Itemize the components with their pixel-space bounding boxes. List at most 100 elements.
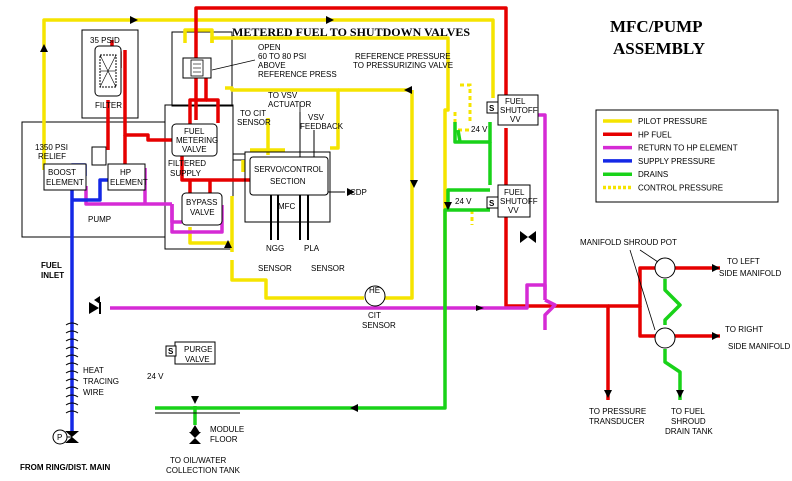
- svg-text:BYPASS: BYPASS: [186, 198, 217, 207]
- svg-text:NGG: NGG: [266, 244, 284, 253]
- svg-text:SUPPLY: SUPPLY: [170, 169, 202, 178]
- svg-text:FUEL: FUEL: [505, 97, 526, 106]
- svg-text:SHUTOFF: SHUTOFF: [500, 106, 538, 115]
- svg-text:SIDE MANIFOLD: SIDE MANIFOLD: [728, 342, 790, 351]
- boost-element: [43, 163, 87, 191]
- svg-text:OPEN: OPEN: [258, 43, 281, 52]
- legend-label-3: SUPPLY PRESSURE: [638, 157, 715, 166]
- svg-text:VALVE: VALVE: [185, 355, 210, 364]
- labels: MFC/PUMP ASSEMBLY METERED FUEL TO SHUTDO…: [20, 17, 790, 475]
- svg-text:35 PSID: 35 PSID: [90, 36, 120, 45]
- check-valve: [89, 302, 101, 314]
- svg-text:SECTION: SECTION: [270, 177, 306, 186]
- svg-text:S: S: [168, 347, 174, 356]
- mfc-body: [244, 151, 331, 223]
- heat-tracing-coil: [65, 322, 79, 414]
- svg-text:SENSOR: SENSOR: [311, 264, 345, 273]
- svg-text:TO RIGHT: TO RIGHT: [725, 325, 763, 334]
- filter-element: [94, 45, 122, 97]
- svg-text:P: P: [57, 433, 62, 442]
- svg-text:FUEL: FUEL: [504, 188, 525, 197]
- legend-label-5: CONTROL PRESSURE: [638, 184, 723, 193]
- component-outlines: [21, 29, 246, 250]
- svg-text:MODULE: MODULE: [210, 425, 244, 434]
- svg-text:HEAT: HEAT: [83, 366, 104, 375]
- svg-text:FILTER: FILTER: [95, 101, 122, 110]
- svg-text:REFERENCE PRESSURE: REFERENCE PRESSURE: [355, 52, 451, 61]
- svg-text:METERING: METERING: [176, 136, 218, 145]
- legend-label-0: PILOT PRESSURE: [638, 117, 707, 126]
- svg-text:COLLECTION TANK: COLLECTION TANK: [166, 466, 241, 475]
- fuel-shutoff-valve-2: [497, 184, 531, 218]
- mfc-upper-housing: [171, 31, 233, 107]
- svg-text:PLA: PLA: [304, 244, 320, 253]
- cit-sensor: [364, 285, 386, 307]
- svg-text:SENSOR: SENSOR: [258, 264, 292, 273]
- svg-text:PUMP: PUMP: [88, 215, 111, 224]
- svg-text:VALVE: VALVE: [190, 208, 215, 217]
- svg-text:PURGE: PURGE: [184, 345, 212, 354]
- mfc-lower-housing: [164, 104, 234, 250]
- svg-text:SERVO/CONTROL: SERVO/CONTROL: [254, 165, 324, 174]
- relief-valve: [91, 146, 107, 166]
- svg-text:S: S: [489, 199, 495, 208]
- svg-text:VSV: VSV: [308, 113, 325, 122]
- svg-text:S: S: [489, 104, 495, 113]
- svg-text:FLOOR: FLOOR: [210, 435, 238, 444]
- svg-text:SENSOR: SENSOR: [362, 321, 396, 330]
- legend-label-2: RETURN TO HP ELEMENT: [638, 144, 738, 153]
- svg-text:24 V: 24 V: [147, 372, 164, 381]
- svg-text:TO PRESSURIZING VALVE: TO PRESSURIZING VALVE: [353, 61, 453, 70]
- svg-text:TO PRESSURE: TO PRESSURE: [589, 407, 646, 416]
- inlet-valve: [65, 431, 79, 443]
- svg-text:24 V: 24 V: [455, 197, 472, 206]
- svg-text:TO LEFT: TO LEFT: [727, 257, 760, 266]
- svg-text:ELEMENT: ELEMENT: [110, 178, 148, 187]
- svg-text:TO FUEL: TO FUEL: [671, 407, 705, 416]
- legend-label-4: DRAINS: [638, 170, 668, 179]
- svg-text:CDP: CDP: [350, 188, 367, 197]
- svg-text:ELEMENT: ELEMENT: [46, 178, 84, 187]
- svg-text:SIDE MANIFOLD: SIDE MANIFOLD: [719, 269, 781, 278]
- svg-text:ABOVE: ABOVE: [258, 61, 286, 70]
- title-line-1: MFC/PUMP: [610, 17, 703, 36]
- svg-text:HE: HE: [369, 286, 380, 295]
- fuel-shutoff-valve-1: [497, 94, 539, 126]
- svg-text:HP: HP: [120, 168, 131, 177]
- svg-text:ACTUATOR: ACTUATOR: [268, 100, 311, 109]
- svg-text:60 TO 80 PSI: 60 TO 80 PSI: [258, 52, 306, 61]
- svg-text:VALVE: VALVE: [182, 145, 207, 154]
- module-floor-valve: [189, 432, 201, 444]
- svg-text:FROM RING/DIST. MAIN: FROM RING/DIST. MAIN: [20, 463, 110, 472]
- svg-text:SHUTOFF: SHUTOFF: [500, 197, 538, 206]
- svg-text:FUEL: FUEL: [41, 261, 62, 270]
- manifold-shroud-pot-right: [654, 327, 676, 349]
- legend-label-1: HP FUEL: [638, 130, 672, 139]
- svg-text:TO CIT: TO CIT: [240, 109, 266, 118]
- svg-text:MANIFOLD SHROUD POT: MANIFOLD SHROUD POT: [580, 238, 677, 247]
- svg-text:TRANSDUCER: TRANSDUCER: [589, 417, 645, 426]
- svg-text:REFERENCE PRESS: REFERENCE PRESS: [258, 70, 337, 79]
- metering-valve-symbol: [182, 57, 212, 79]
- leader-lines: [211, 59, 659, 331]
- svg-text:FUEL: FUEL: [184, 127, 205, 136]
- svg-text:FEEDBACK: FEEDBACK: [300, 122, 344, 131]
- svg-text:FILTERED: FILTERED: [168, 159, 206, 168]
- sensor-leads: [270, 112, 345, 240]
- svg-text:24 V: 24 V: [471, 125, 488, 134]
- solenoid-2: [486, 196, 499, 209]
- svg-text:VV: VV: [508, 206, 519, 215]
- legend-items: PILOT PRESSURE HP FUEL RETURN TO HP ELEMEN…: [603, 117, 738, 193]
- svg-text:SHROUD: SHROUD: [671, 417, 706, 426]
- svg-text:VV: VV: [510, 115, 521, 124]
- svg-text:TO VSV: TO VSV: [268, 91, 298, 100]
- svg-text:TO OIL/WATER: TO OIL/WATER: [170, 456, 227, 465]
- svg-text:DRAIN TANK: DRAIN TANK: [665, 427, 713, 436]
- solenoid-3: [165, 345, 177, 357]
- svg-text:SENSOR: SENSOR: [237, 118, 271, 127]
- solenoid-1: [486, 101, 499, 114]
- flow-arrows: [40, 16, 720, 433]
- legend: [595, 109, 779, 203]
- pilot-pressure-lines: [42, 18, 495, 350]
